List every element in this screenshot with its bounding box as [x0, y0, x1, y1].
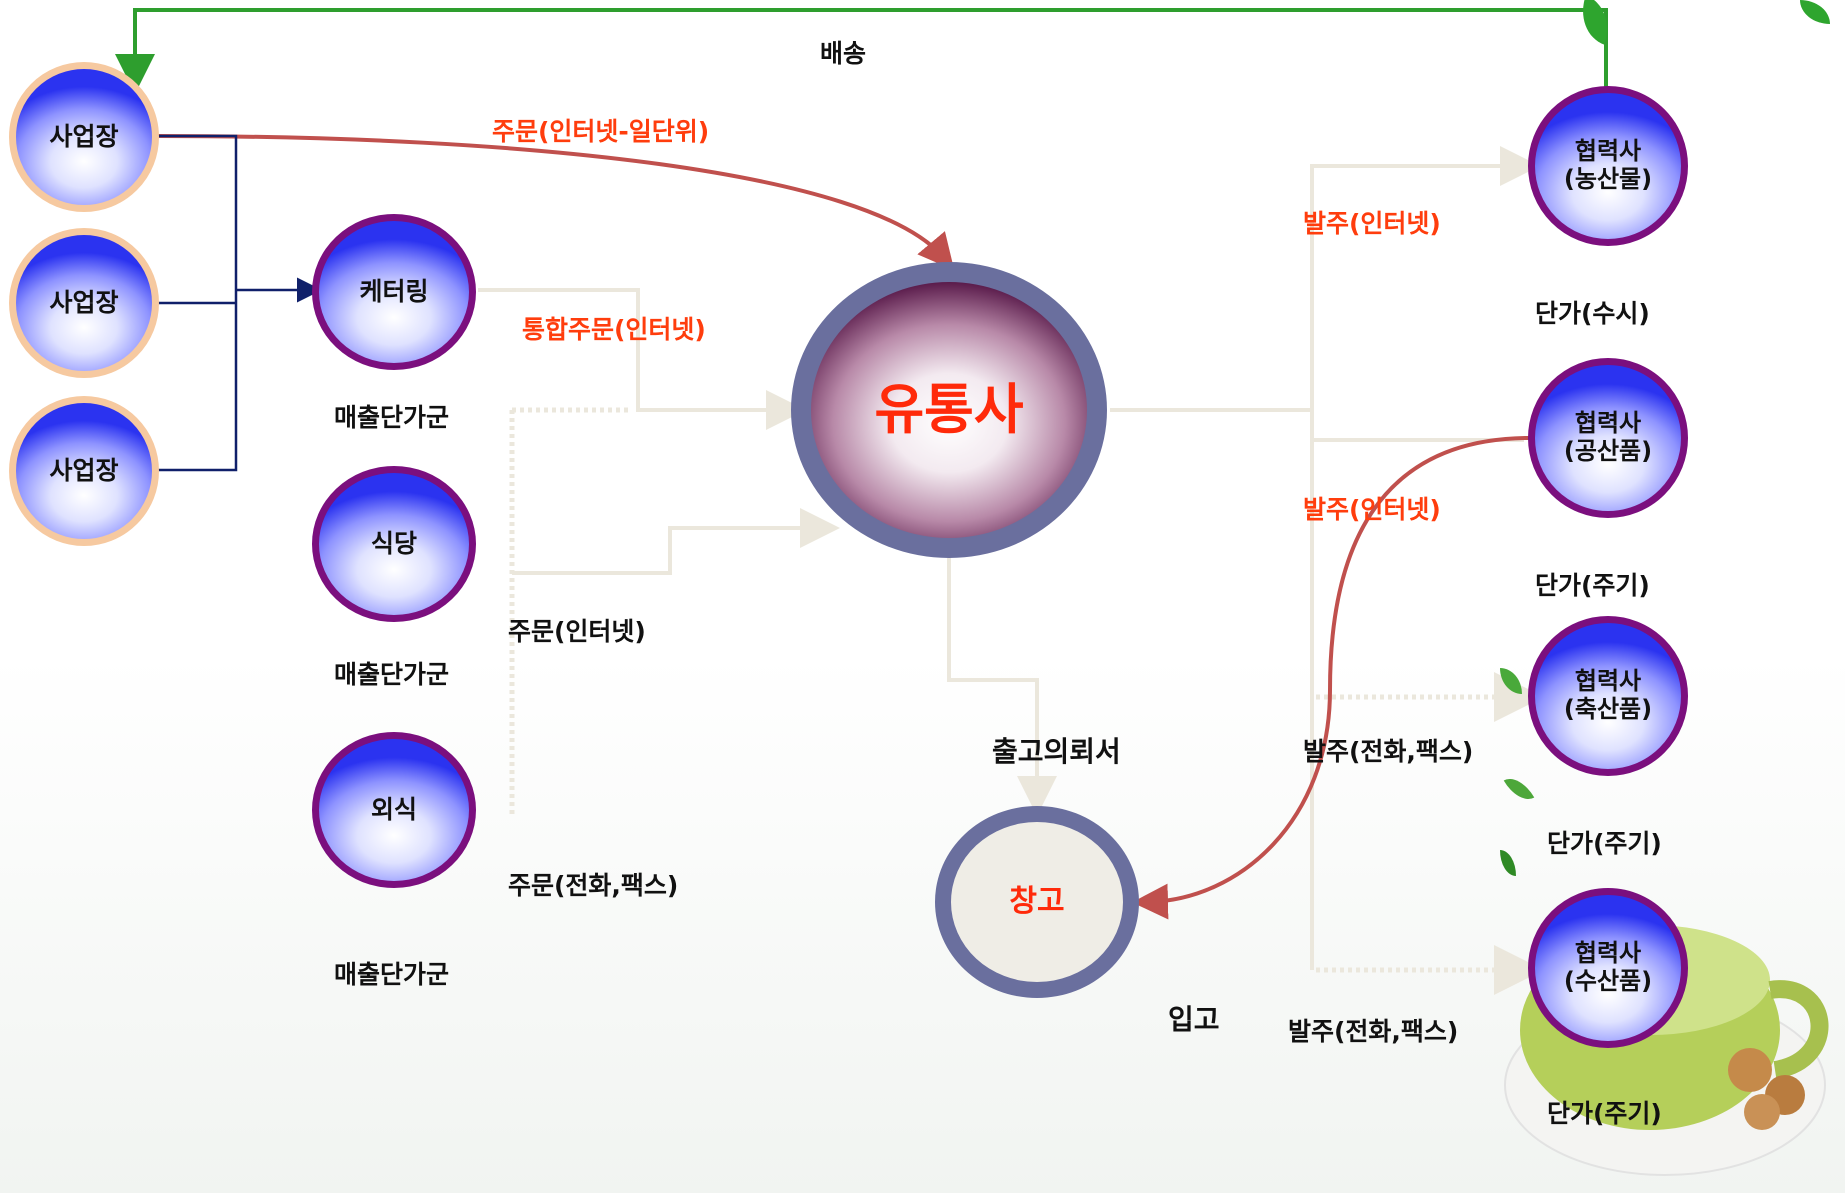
restaurant-node: 식당 — [312, 466, 476, 622]
delivery-arrow — [115, 8, 1608, 94]
partner-goods-node: 협력사 (공산품) — [1528, 358, 1688, 518]
partner-seafood-node: 협력사 (수산품) — [1528, 888, 1688, 1048]
po-phone-label-2: 발주(전화,팩스) — [1288, 1017, 1459, 1046]
receiving-arrow — [1132, 436, 1531, 920]
dining-out-node: 외식 — [312, 732, 476, 888]
partner-livestock-price: 단가(주기) — [1547, 829, 1662, 858]
partner-goods-price: 단가(주기) — [1535, 571, 1650, 600]
integrated-order-label: 통합주문(인터넷) — [522, 315, 706, 344]
partner-produce-node: 협력사 (농산물) — [1528, 86, 1688, 246]
partner-livestock-node: 협력사 (축산품) — [1528, 616, 1688, 776]
site-label: 사업장 — [49, 287, 119, 317]
center-to-partners-line — [1110, 164, 1524, 970]
po-internet-label-1: 발주(인터넷) — [1303, 209, 1441, 238]
partner-seafood-label: 협력사 (수산품) — [1563, 939, 1653, 995]
distributor-node: 유통사 — [791, 262, 1107, 558]
release-line — [947, 558, 1057, 816]
catering-price-group: 매출단가군 — [334, 403, 450, 432]
order-unit-label: 주문(인터넷-일단위) — [492, 117, 710, 146]
site-node: 사업장 — [9, 62, 159, 212]
receiving-label: 입고 — [1168, 1003, 1220, 1036]
integrated-order-line — [478, 288, 806, 430]
restaurant-label: 식당 — [370, 528, 417, 558]
order-internet-line — [512, 508, 840, 575]
site-label: 사업장 — [49, 121, 119, 151]
delivery-label: 배송 — [820, 39, 867, 68]
po-internet-label-2: 발주(인터넷) — [1303, 495, 1441, 524]
restaurant-price-group: 매출단가군 — [334, 660, 450, 689]
dining-out-label: 외식 — [370, 794, 417, 824]
po-phone-label-1: 발주(전화,팩스) — [1303, 737, 1474, 766]
partner-produce-price: 단가(수시) — [1535, 299, 1650, 328]
order-internet-label: 주문(인터넷) — [508, 617, 646, 646]
site-bracket — [158, 134, 238, 472]
order-phone-line — [509, 407, 630, 815]
warehouse-node: 창고 — [935, 806, 1139, 998]
release-request-label: 출고의뢰서 — [992, 735, 1121, 768]
distributor-label: 유통사 — [874, 377, 1024, 441]
site-node: 사업장 — [9, 228, 159, 378]
site-node: 사업장 — [9, 396, 159, 546]
order-arrow — [157, 134, 955, 271]
site-label: 사업장 — [49, 455, 119, 485]
catering-label: 케터링 — [359, 276, 429, 306]
order-phone-label: 주문(전화,팩스) — [508, 871, 679, 900]
partner-goods-label: 협력사 (공산품) — [1563, 409, 1653, 465]
partner-seafood-price: 단가(주기) — [1547, 1099, 1662, 1128]
partner-livestock-label: 협력사 (축산품) — [1563, 667, 1653, 723]
catering-node: 케터링 — [312, 214, 476, 370]
partner-produce-label: 협력사 (농산물) — [1563, 137, 1653, 193]
dining-out-price-group: 매출단가군 — [334, 960, 450, 989]
warehouse-label: 창고 — [1009, 883, 1065, 919]
